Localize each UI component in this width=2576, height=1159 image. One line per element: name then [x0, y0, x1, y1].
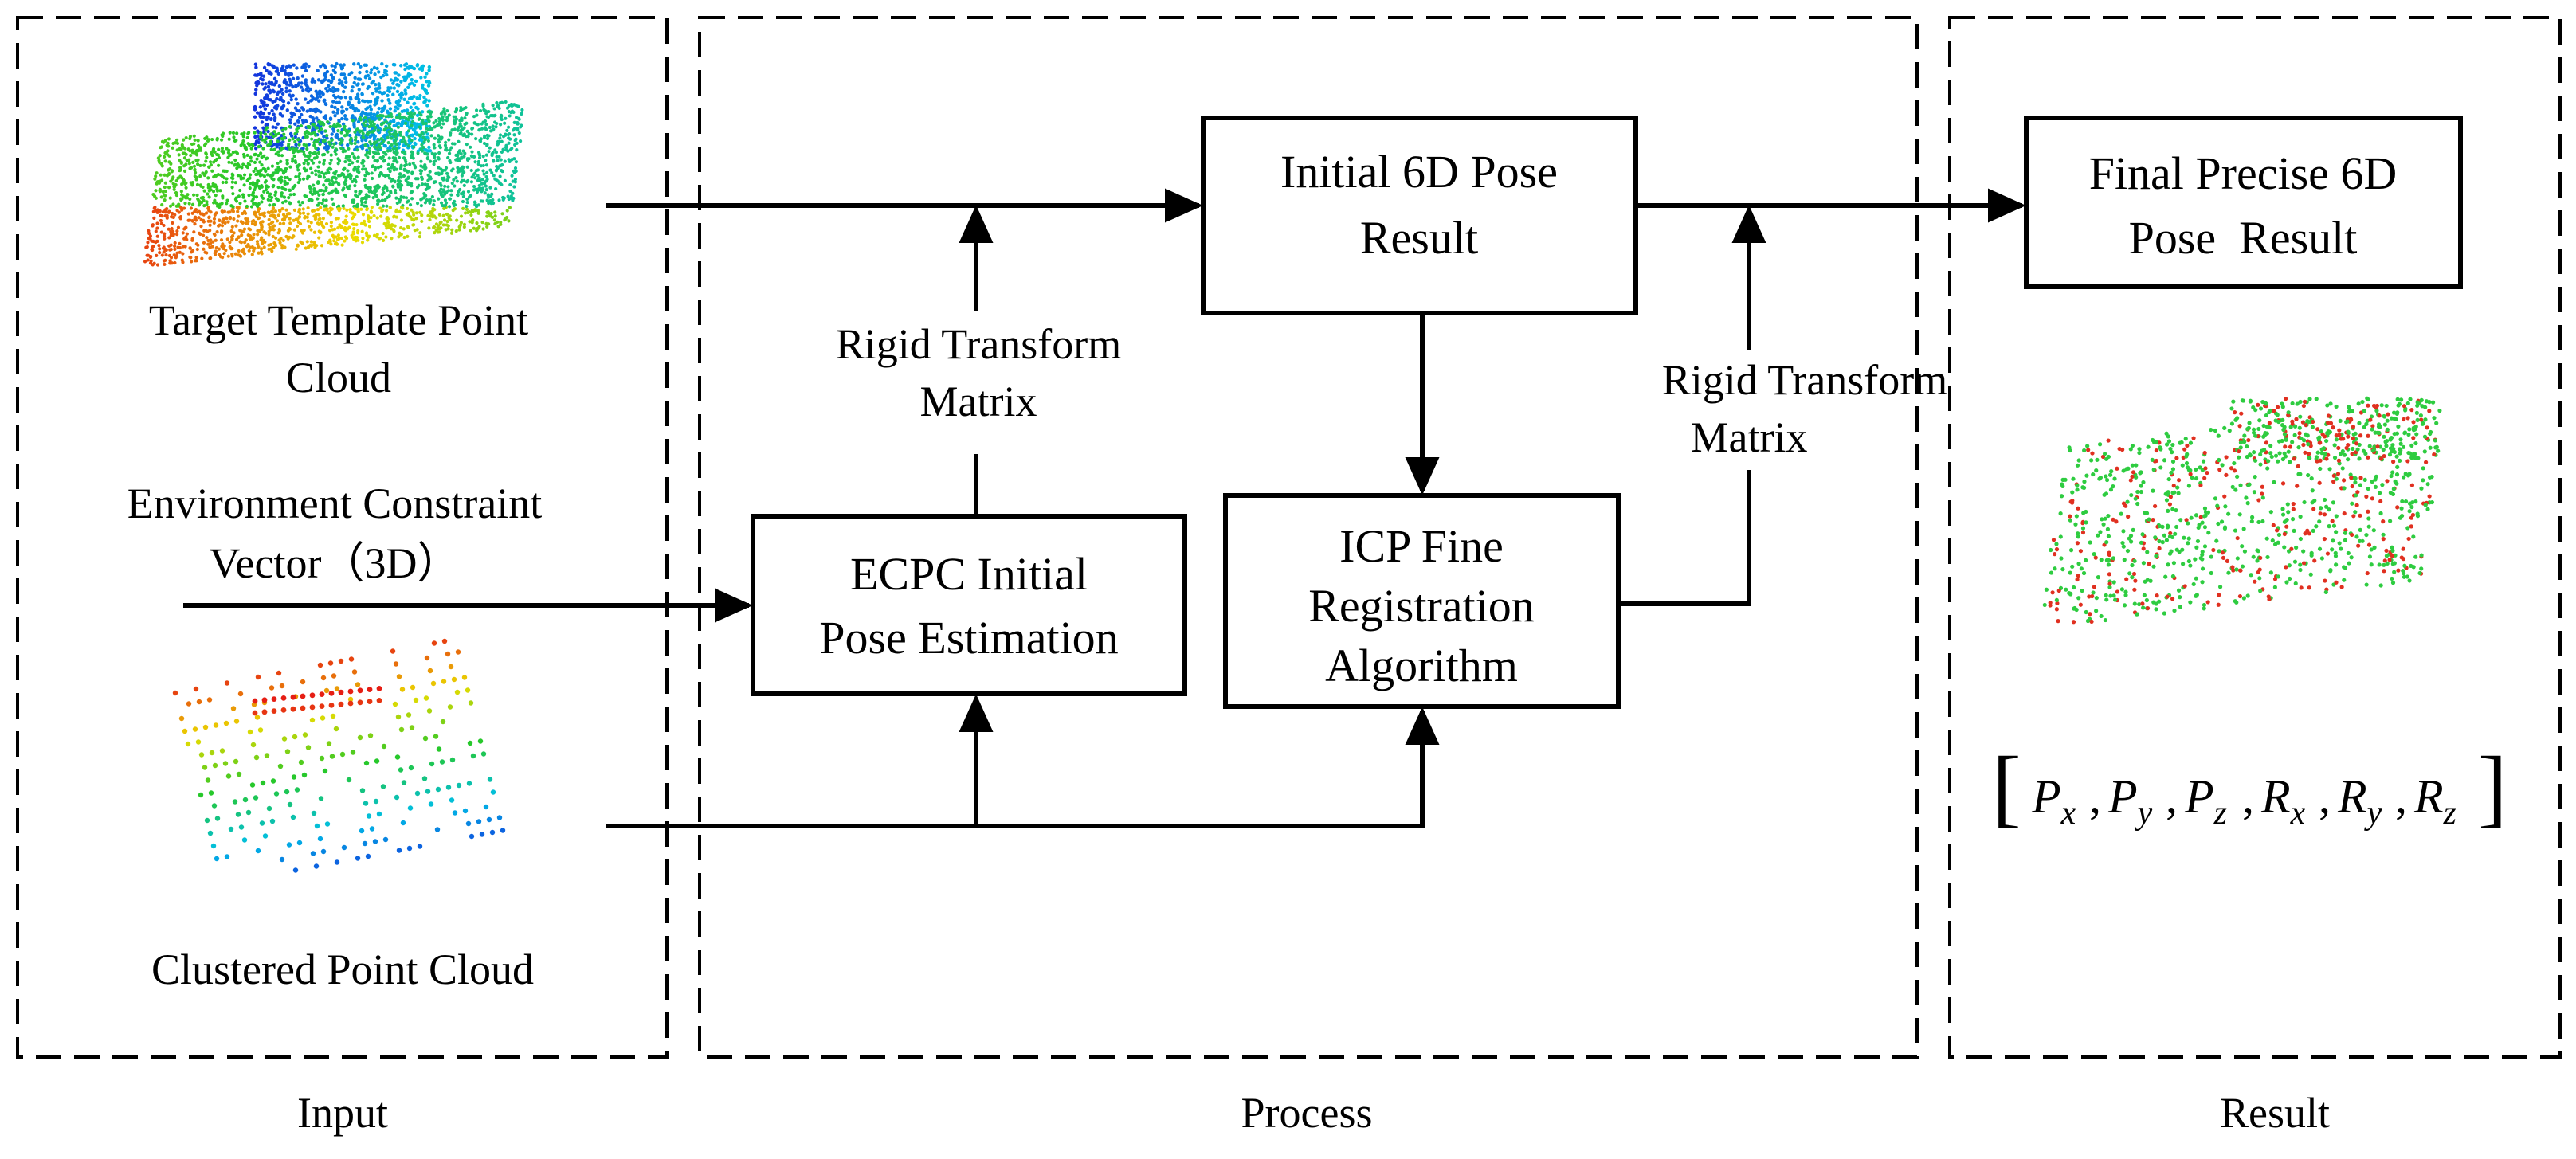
final-result-line1: Final Precise 6D — [2089, 147, 2398, 199]
rigid-transform-label-2-line1: Rigid Transform — [1662, 356, 1948, 404]
pose-var-rz: Rz — [2413, 770, 2456, 832]
pose-var-px: Px — [2031, 770, 2076, 832]
icp-box-line2: Registration — [1308, 580, 1535, 632]
ecpc-initial-pose-estimation-box — [751, 514, 1187, 696]
rigid-transform-label-2-line2: Matrix — [1691, 413, 1808, 461]
ecpc-box-line2: Pose Estimation — [819, 612, 1118, 664]
icp-box-line1: ICP Fine — [1339, 520, 1504, 572]
svg-text:[: [ — [1992, 738, 2021, 836]
environment-constraint-label-line2: Vector（3D） — [210, 539, 461, 587]
icp-box-line3: Algorithm — [1325, 640, 1518, 691]
input-section-frame — [16, 16, 669, 1059]
target-template-point-cloud-image — [143, 61, 524, 267]
section-label-result: Result — [2220, 1089, 2330, 1137]
icp-fine-registration-box — [1223, 493, 1621, 709]
section-label-process: Process — [1241, 1089, 1373, 1137]
pose-var-py: Py — [2107, 770, 2153, 832]
clustered-point-cloud-image — [172, 638, 506, 873]
pose-vector-formula: [ ] Px,Py,Pz,Rx,Ry,Rz — [1992, 738, 2507, 836]
line-icp-to-rigid-transform-2 — [1621, 470, 1751, 606]
section-label-input: Input — [297, 1089, 388, 1137]
result-section-frame — [1948, 16, 2562, 1059]
pose-vector-comma: , — [2089, 770, 2101, 823]
rigid-transform-label-1-line2: Matrix — [920, 378, 1037, 425]
target-template-label-line2: Cloud — [286, 354, 391, 401]
result-point-cloud-image — [2042, 396, 2442, 625]
initial-pose-result-line2: Result — [1360, 212, 1478, 264]
environment-constraint-label-line1: Environment Constraint — [127, 480, 542, 527]
ecpc-box-line1: ECPC Initial — [850, 548, 1088, 600]
pose-vector-comma: , — [2242, 770, 2254, 823]
target-template-label-line1: Target Template Point — [149, 296, 528, 344]
final-precise-pose-result-box — [2024, 116, 2463, 289]
pose-var-rx: Rx — [2260, 770, 2306, 832]
rigid-transform-label-1-line1: Rigid Transform — [836, 320, 1122, 368]
pose-var-pz: Pz — [2184, 770, 2227, 832]
process-section-frame — [698, 16, 1919, 1059]
initial-pose-result-line1: Initial 6D Pose — [1280, 146, 1558, 198]
pose-vector-comma: , — [2319, 770, 2331, 823]
initial-pose-result-box — [1201, 116, 1638, 315]
pose-vector-comma: , — [2166, 770, 2178, 823]
pose-var-ry: Ry — [2337, 770, 2382, 832]
pose-vector-comma: , — [2395, 770, 2407, 823]
svg-text:]: ] — [2478, 738, 2507, 836]
final-result-line2: Pose Result — [2129, 212, 2358, 264]
clustered-point-cloud-label: Clustered Point Cloud — [151, 946, 534, 993]
